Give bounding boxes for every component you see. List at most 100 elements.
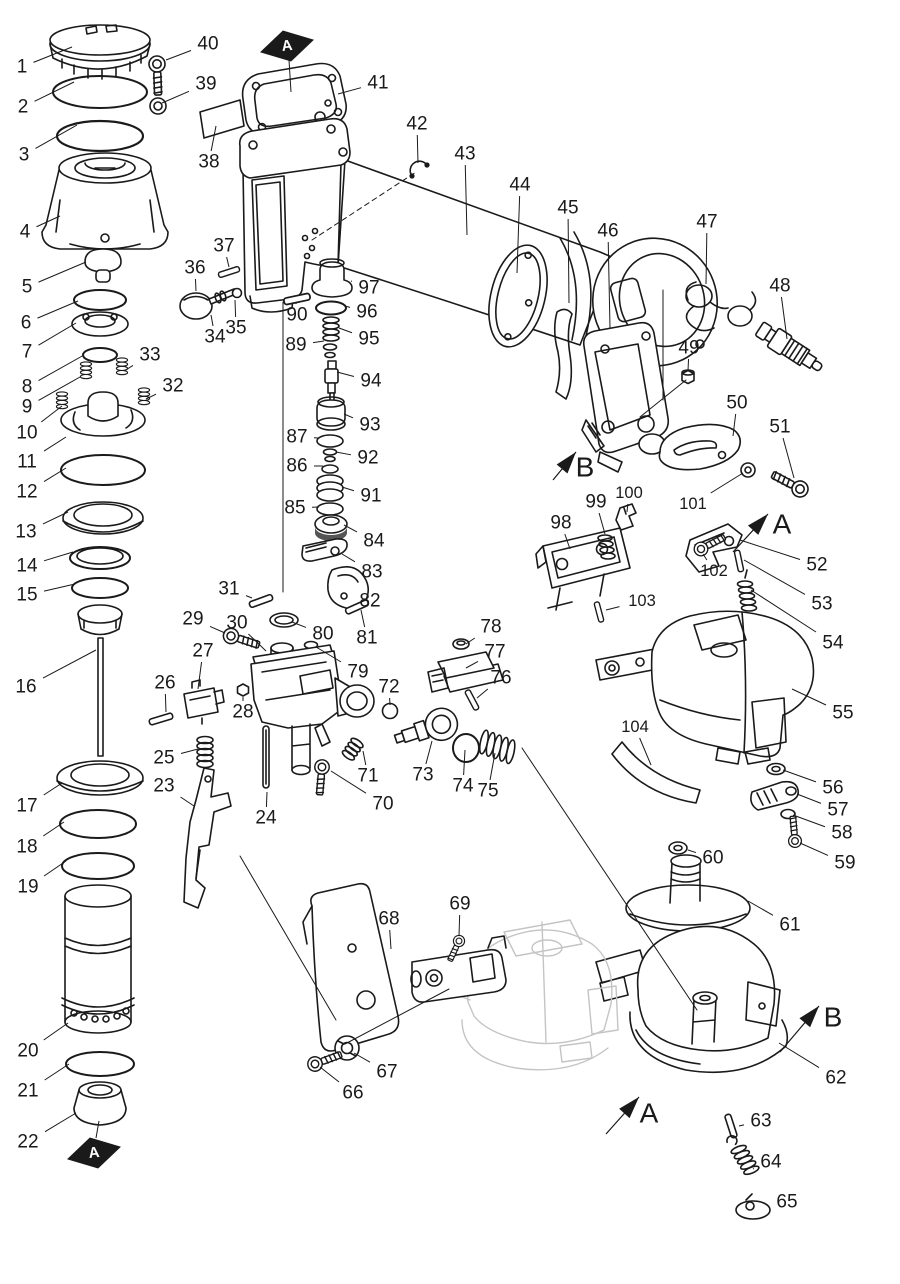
direction-letter-b: B xyxy=(824,1002,843,1033)
leader-line-95 xyxy=(338,327,353,334)
callout-87: 87 xyxy=(286,427,307,448)
callout-84: 84 xyxy=(363,531,385,552)
part-cap-1 xyxy=(49,24,151,80)
callout-38: 38 xyxy=(198,152,219,173)
part-spring-54 xyxy=(736,569,758,612)
leader-line-98 xyxy=(564,533,571,550)
callout-74: 74 xyxy=(452,776,474,797)
callout-93: 93 xyxy=(359,415,380,436)
callout-35: 35 xyxy=(225,318,246,339)
callout-92: 92 xyxy=(357,448,378,469)
callout-21: 21 xyxy=(17,1081,38,1102)
part-washer-101 xyxy=(740,462,756,478)
callout-78: 78 xyxy=(480,617,501,638)
part-switch-27 xyxy=(183,679,225,725)
part-bumper-22 xyxy=(73,1081,127,1126)
callout-63: 63 xyxy=(750,1111,771,1132)
part-main-valve-11 xyxy=(55,357,151,437)
callout-67: 67 xyxy=(376,1062,397,1083)
callout-23: 23 xyxy=(153,776,174,797)
part-disc-61 xyxy=(625,854,751,932)
leader-line-20 xyxy=(43,1022,69,1041)
leader-line-50 xyxy=(732,413,737,437)
leader-line-52 xyxy=(739,539,801,560)
callout-7: 7 xyxy=(22,342,33,363)
callout-6: 6 xyxy=(21,313,32,334)
leader-line-1 xyxy=(33,46,73,63)
leader-line-100 xyxy=(626,503,629,513)
callout-13: 13 xyxy=(15,522,36,543)
leader-line-31 xyxy=(245,595,253,599)
part-oring-18 xyxy=(59,809,137,839)
part-cap-78 xyxy=(452,638,470,650)
leader-line-96 xyxy=(344,305,351,308)
callout-39: 39 xyxy=(195,74,216,95)
callout-65: 65 xyxy=(776,1192,797,1213)
leader-line-34 xyxy=(210,314,214,327)
leader-line-51 xyxy=(782,437,795,479)
callout-80: 80 xyxy=(312,624,333,645)
leader-line-35 xyxy=(234,299,237,318)
part-lever-50 xyxy=(658,423,742,471)
part-connector-bar xyxy=(410,935,507,1003)
direction-arrow-a-1: A xyxy=(732,509,792,553)
callout-25: 25 xyxy=(153,748,174,769)
callout-66: 66 xyxy=(342,1083,363,1104)
leader-line-68 xyxy=(389,929,392,950)
leader-line-17 xyxy=(43,782,63,796)
leader-line-63 xyxy=(738,1124,745,1127)
leader-line-14 xyxy=(43,551,74,562)
callout-69: 69 xyxy=(449,894,470,915)
leader-line-29 xyxy=(209,625,226,634)
part-foot-65 xyxy=(735,1193,771,1220)
part-driver-rod-16 xyxy=(77,604,123,757)
leader-line-94 xyxy=(336,371,355,377)
leader-line-59 xyxy=(799,842,829,856)
callout-91: 91 xyxy=(360,486,381,507)
part-knob-5 xyxy=(84,248,122,283)
part-hook-47 xyxy=(685,281,757,332)
leader-line-89 xyxy=(312,340,325,344)
leader-line-5 xyxy=(38,261,87,283)
part-ring-17 xyxy=(56,760,144,796)
callout-14: 14 xyxy=(16,556,38,577)
callout-90: 90 xyxy=(286,305,307,326)
leader-line-45 xyxy=(567,218,570,304)
callout-44: 44 xyxy=(509,175,531,196)
part-spring-64 xyxy=(726,1135,760,1176)
callout-64: 64 xyxy=(760,1152,782,1173)
leader-line-102 xyxy=(702,553,708,561)
part-pin-24 xyxy=(262,725,270,789)
leader-line-21 xyxy=(44,1063,70,1081)
callout-101: 101 xyxy=(679,495,707,513)
callout-46: 46 xyxy=(597,221,618,242)
trigger-valve-block xyxy=(250,642,375,776)
leader-line-38 xyxy=(210,125,217,152)
callout-19: 19 xyxy=(17,877,38,898)
callout-18: 18 xyxy=(16,837,37,858)
direction-letter-a: A xyxy=(773,509,792,540)
callout-41: 41 xyxy=(367,73,388,94)
leader-line-23 xyxy=(180,796,195,807)
direction-letter-b: B xyxy=(576,452,595,483)
leader-line-58 xyxy=(792,814,826,828)
leader-line-6 xyxy=(37,300,79,319)
ghost-magazine xyxy=(445,919,619,1071)
callout-31: 31 xyxy=(218,579,239,600)
callout-32: 32 xyxy=(162,376,183,397)
callout-30: 30 xyxy=(226,613,247,634)
callout-29: 29 xyxy=(182,609,203,630)
part-washer-39 xyxy=(149,97,167,115)
leader-line-2 xyxy=(34,81,75,102)
part-oring-6 xyxy=(73,289,127,311)
callout-82: 82 xyxy=(359,591,380,612)
leader-line-93 xyxy=(343,413,354,419)
leader-line-83 xyxy=(341,553,356,563)
leader-line-74 xyxy=(463,749,466,776)
warning-marker-0: A xyxy=(260,30,314,93)
leader-line-79 xyxy=(315,646,342,663)
callout-24: 24 xyxy=(255,808,277,829)
construction-lines xyxy=(239,289,698,1045)
